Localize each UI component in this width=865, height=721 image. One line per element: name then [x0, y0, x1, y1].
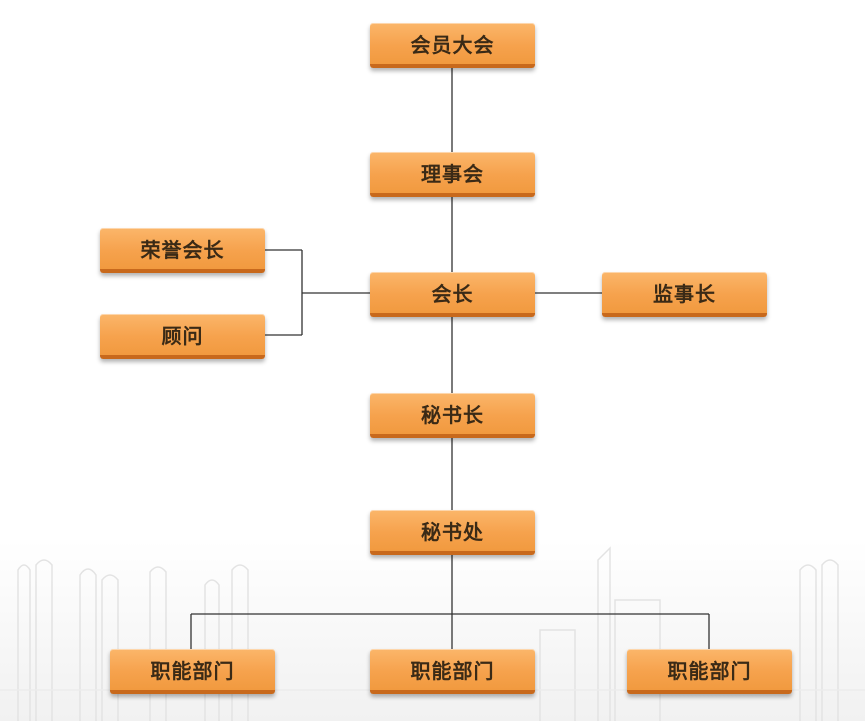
- node-supervisor: 监事长: [602, 272, 767, 317]
- node-secretariat: 秘书处: [370, 510, 535, 555]
- node-president: 会长: [370, 272, 535, 317]
- node-council: 理事会: [370, 152, 535, 197]
- node-members-assembly: 会员大会: [370, 23, 535, 68]
- node-secretary-general: 秘书长: [370, 393, 535, 438]
- node-department-3: 职能部门: [627, 649, 792, 694]
- node-advisor: 顾问: [100, 314, 265, 359]
- node-honorary-president: 荣誉会长: [100, 228, 265, 273]
- node-department-1: 职能部门: [110, 649, 275, 694]
- node-department-2: 职能部门: [370, 649, 535, 694]
